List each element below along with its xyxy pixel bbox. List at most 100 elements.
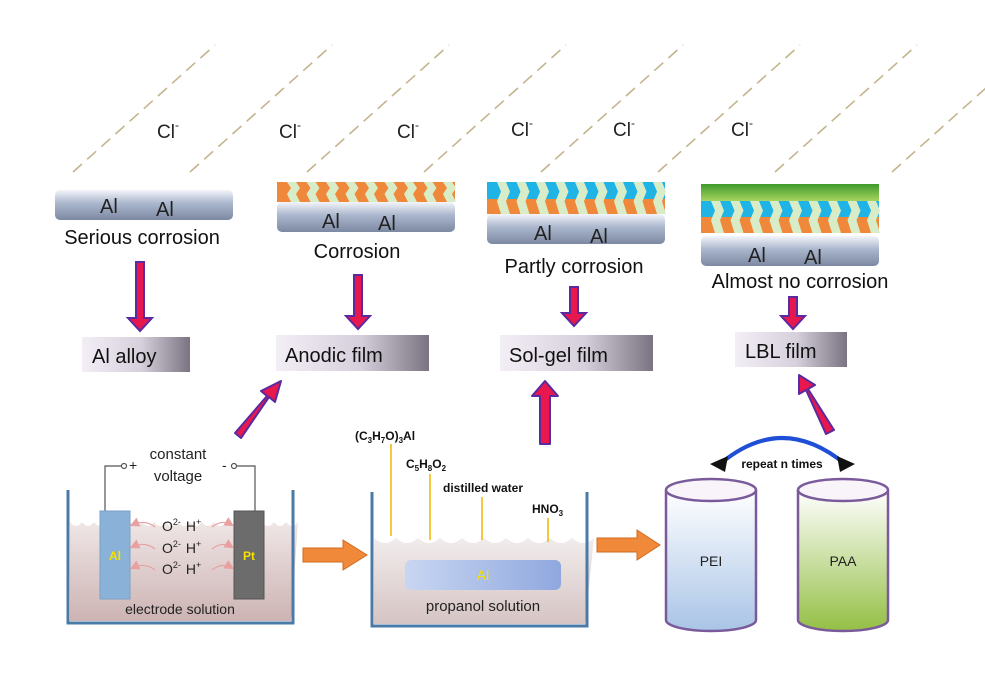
pore: [769, 201, 783, 234]
minus-sign: -: [222, 457, 227, 473]
pore: [423, 182, 437, 202]
reagent-nitric-acid: HNO3: [532, 502, 564, 518]
al-substrate: [701, 236, 879, 266]
pore: [497, 182, 510, 215]
chloride-streak: [774, 44, 918, 173]
chloride-streak: [423, 44, 567, 173]
ion-flow-arrow: [211, 517, 235, 528]
corrosion-caption: Partly corrosion: [505, 256, 644, 278]
chloride-ion-label: Cl-: [731, 116, 753, 141]
chloride-streak: [306, 44, 450, 173]
panel-sol-gel-film: Al Al Partly corrosion Sol-gel film: [487, 182, 666, 371]
panel-anodic-film: Al Al Corrosion Anodic film: [276, 182, 456, 371]
pore: [555, 182, 569, 215]
pore: [365, 182, 378, 202]
pei-beaker: PEI: [664, 477, 758, 633]
cycle-arrowhead-right: [837, 456, 855, 472]
panel-lbl-film: Al Al Almost no corrosion LBL film: [701, 184, 888, 367]
voltage-label-line2: voltage: [154, 468, 202, 485]
ion-flow-arrow: [129, 539, 156, 550]
pore: [443, 182, 456, 202]
cycle-arrowhead-left: [710, 456, 728, 472]
beaker-label: PEI: [700, 553, 723, 569]
result-box-anodic-film: [276, 335, 429, 371]
ion-flow-arrow: [211, 560, 235, 571]
corrosion-caption: Corrosion: [314, 241, 401, 263]
anodic-pores: [287, 182, 456, 202]
pore: [847, 201, 861, 234]
chloride-ion-label: Cl-: [279, 118, 301, 143]
pore: [808, 201, 822, 234]
pore: [404, 182, 417, 202]
result-label: Anodic film: [285, 345, 383, 367]
pore: [828, 201, 841, 234]
chloride-ion-label: Cl-: [613, 116, 635, 141]
reagent-aluminium-isopropoxide: (C3H7O)3Al: [355, 429, 415, 445]
pore: [730, 201, 744, 234]
anode-terminal: [120, 462, 128, 470]
result-label: Sol-gel film: [509, 345, 608, 367]
lbl-assembly: repeat n times PEI PAA: [664, 436, 890, 633]
al-substrate: [487, 214, 665, 244]
al-substrate-bar: [405, 560, 561, 590]
substrate-label-2: Al: [590, 226, 608, 248]
pore: [594, 182, 608, 215]
pore: [711, 201, 724, 234]
pore: [536, 182, 549, 215]
substrate-label-1: Al: [322, 211, 340, 233]
bath-container: [370, 492, 589, 628]
substrate-label-2: Al: [378, 213, 396, 235]
sol-gel-bath: (C3H7O)3Al C5H8O2 distilled water HNO3 A…: [355, 429, 594, 628]
cathode-label: Pt: [243, 549, 255, 563]
ion-flow-arrow: [211, 539, 235, 550]
substrate-label-1: Al: [534, 223, 552, 245]
down-arrow: [559, 286, 589, 328]
result-label: Al alloy: [92, 346, 156, 368]
pore: [516, 182, 530, 215]
pore: [306, 182, 320, 202]
pore: [750, 201, 763, 234]
cathode-terminal: [230, 462, 238, 470]
chloride-labels: Cl-Cl-Cl-Cl-Cl-Cl-: [157, 116, 753, 143]
chloride-ion-label: Cl-: [397, 118, 419, 143]
chloride-ion-label: Cl-: [157, 118, 179, 143]
al-substrate: [55, 190, 233, 220]
lbl-top-layer: [701, 184, 879, 201]
solution-label: propanol solution: [426, 598, 540, 615]
al-substrate: [277, 202, 455, 232]
pore: [287, 182, 300, 202]
pt-cathode: [233, 510, 265, 600]
lbl-pores: [711, 201, 880, 234]
pore: [575, 182, 588, 215]
pore: [384, 182, 398, 202]
anode-wire: [104, 465, 122, 511]
substrate-label-2: Al: [804, 247, 822, 269]
pore: [867, 201, 880, 234]
chloride-streak: [540, 44, 684, 173]
result-box-sol-gel-film: [500, 335, 653, 371]
pore: [326, 182, 339, 202]
reagent-acetylacetone: C5H8O2: [406, 457, 447, 473]
reagent-distilled-water: distilled water: [443, 481, 523, 495]
process-arrow-2: [596, 529, 661, 561]
pore: [614, 182, 627, 215]
bath-container: [66, 490, 295, 625]
cathode-wire: [237, 465, 256, 511]
pore: [789, 201, 802, 234]
substrate-label-2: Al: [156, 199, 174, 221]
up-arrow-lbl: [798, 374, 835, 435]
substrate-label-1: Al: [748, 245, 766, 267]
down-arrow: [778, 296, 808, 331]
ion-flow-arrow: [129, 517, 156, 528]
chloride-streak: [657, 44, 801, 173]
paa-beaker: PAA: [796, 477, 890, 633]
pore: [345, 182, 359, 202]
repeat-cycle-arrow: [718, 436, 847, 466]
up-arrow-anodizing: [234, 380, 282, 439]
panel-al-alloy: Al Al Serious corrosion Al alloy: [55, 190, 233, 372]
down-arrow: [125, 261, 155, 333]
result-box-lbl-film: [735, 332, 847, 367]
substrate-label: Al: [477, 567, 489, 583]
plus-sign: +: [129, 457, 137, 473]
